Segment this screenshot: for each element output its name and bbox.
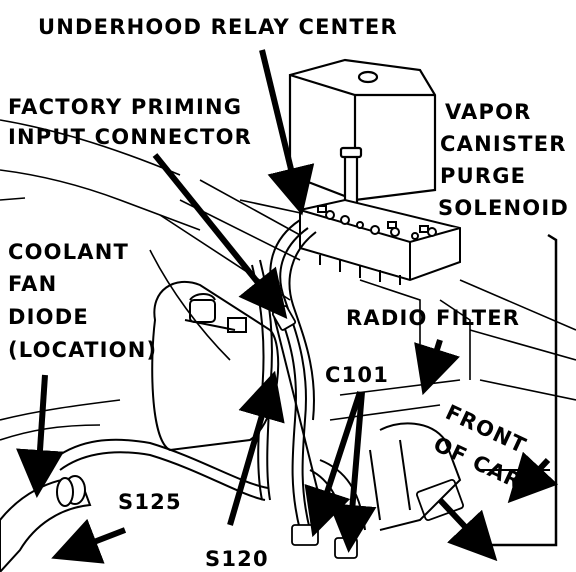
- s120-arrow: [227, 370, 285, 526]
- label-underhood-relay-center: UNDERHOOD RELAY CENTER: [38, 15, 398, 39]
- radiator-hose: [0, 475, 92, 572]
- label-factory-priming-line2: INPUT CONNECTOR: [8, 125, 252, 149]
- label-coolant-line1: COOLANT: [8, 240, 130, 264]
- label-c101: C101: [325, 363, 390, 387]
- coolant-diode-arrow: [16, 374, 64, 498]
- label-coolant-line2: FAN: [8, 272, 58, 296]
- label-s125: S125: [118, 490, 182, 514]
- label-coolant-line4: (LOCATION): [8, 338, 158, 362]
- radio-filter-arrow: [414, 339, 460, 396]
- label-coolant-line3: DIODE: [8, 305, 89, 329]
- connector-arrow: [437, 497, 498, 562]
- wiring-harness: [54, 219, 366, 531]
- front-of-car-arrow: [507, 451, 559, 504]
- c101-arrow-right: [328, 391, 377, 553]
- label-vapor-line4: SOLENOID: [438, 196, 569, 220]
- relay-center-arrow: [259, 49, 315, 216]
- label-vapor-line1: VAPOR: [445, 100, 532, 124]
- label-vapor-line3: PURGE: [440, 164, 527, 188]
- label-s120: S120: [205, 547, 269, 571]
- priming-connector-arrow: [152, 153, 288, 320]
- relay-center-box: [299, 198, 461, 285]
- right-frame-rail: [488, 233, 558, 547]
- s125-arrow: [51, 518, 127, 564]
- label-radio-filter: RADIO FILTER: [346, 306, 521, 330]
- relay-center-cover: [288, 58, 437, 207]
- c101-arrow-left: [304, 391, 363, 538]
- pointer-arrows: [16, 49, 559, 564]
- label-vapor-line2: CANISTER: [440, 132, 567, 156]
- label-factory-priming-line1: FACTORY PRIMING: [8, 95, 243, 119]
